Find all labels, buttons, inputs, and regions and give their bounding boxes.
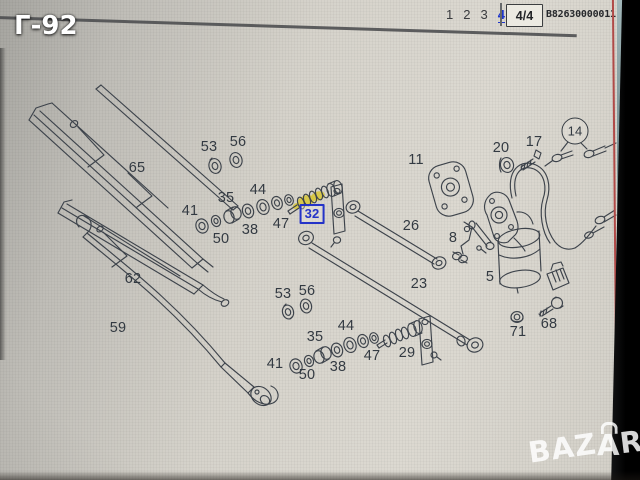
part-label-47[interactable]: 47 xyxy=(363,348,381,364)
part-label-56[interactable]: 56 xyxy=(298,283,316,299)
wiper-motor-5[interactable] xyxy=(468,162,617,294)
part-label-41[interactable]: 41 xyxy=(181,203,199,219)
part-label-62[interactable]: 62 xyxy=(124,271,142,287)
washer-56-lower[interactable] xyxy=(299,298,313,314)
shopping-bag-icon: A xyxy=(596,427,621,463)
part-label-44[interactable]: 44 xyxy=(337,318,355,334)
part-label-11[interactable]: 11 xyxy=(408,152,424,168)
part-label-29[interactable]: 29 xyxy=(398,345,416,361)
bolt-68[interactable] xyxy=(538,296,564,317)
wiper-blade-65[interactable] xyxy=(28,84,239,273)
seller-watermark: Г-92 xyxy=(14,11,78,41)
part-label-53[interactable]: 53 xyxy=(274,286,292,302)
wiper-arm-59[interactable] xyxy=(76,214,279,409)
linkage-rod-23[interactable] xyxy=(297,229,485,354)
part-label-65[interactable]: 65 xyxy=(128,160,146,176)
page-indicator: 4/4 xyxy=(506,4,543,27)
pivot-bracket-upper[interactable] xyxy=(330,183,346,248)
part-label-44[interactable]: 44 xyxy=(249,182,267,198)
part-label-50[interactable]: 50 xyxy=(212,231,230,247)
part-label-59[interactable]: 59 xyxy=(109,320,127,336)
part-label-35[interactable]: 35 xyxy=(306,329,324,345)
page-link-1[interactable]: 1 xyxy=(446,7,454,22)
bracket-8[interactable] xyxy=(452,221,473,264)
part-label-50[interactable]: 50 xyxy=(298,367,316,383)
part-label-23[interactable]: 23 xyxy=(410,276,428,292)
monitor-bezel-left xyxy=(0,48,6,360)
part-label-71[interactable]: 71 xyxy=(509,324,527,340)
pager-divider xyxy=(500,3,502,26)
nut-53-lower[interactable] xyxy=(281,303,295,320)
part-label-38[interactable]: 38 xyxy=(241,222,259,238)
lower-fastener-row[interactable] xyxy=(288,319,424,375)
part-label-8[interactable]: 8 xyxy=(448,230,458,246)
part-label-68[interactable]: 68 xyxy=(540,316,558,332)
logo-text-right: R xyxy=(617,423,640,461)
terminals-14[interactable] xyxy=(544,141,617,167)
part-label-53[interactable]: 53 xyxy=(200,139,218,155)
pivot-bracket-29[interactable] xyxy=(418,315,442,366)
part-label-5[interactable]: 5 xyxy=(485,269,495,285)
part-label-41[interactable]: 41 xyxy=(266,356,284,372)
screw-17[interactable] xyxy=(520,149,542,171)
part-label-32[interactable]: 32 xyxy=(299,204,325,224)
part-label-26[interactable]: 26 xyxy=(402,218,420,234)
selected-part-32-spring-bolt[interactable] xyxy=(287,179,344,215)
part-label-47[interactable]: 47 xyxy=(272,216,290,232)
monitor-bezel-bottom xyxy=(0,471,640,480)
part-label-17[interactable]: 17 xyxy=(525,134,543,150)
grommet-20[interactable] xyxy=(498,156,515,174)
linkage-rod-26[interactable] xyxy=(344,199,447,271)
washer-56-upper[interactable] xyxy=(228,151,243,169)
part-label-56[interactable]: 56 xyxy=(229,134,247,150)
document-number: B82630000011 xyxy=(546,9,616,20)
nut-71[interactable] xyxy=(510,311,524,323)
gasket-plate-11[interactable] xyxy=(426,159,477,219)
part-label-20[interactable]: 20 xyxy=(492,140,510,156)
page-navigation: 1 2 3 4 xyxy=(446,7,505,23)
nut-53-upper[interactable] xyxy=(207,157,222,175)
upper-fastener-row[interactable] xyxy=(194,194,295,235)
page-link-2[interactable]: 2 xyxy=(463,7,471,22)
wiper-blade-62[interactable] xyxy=(57,199,230,308)
part-label-35[interactable]: 35 xyxy=(217,190,235,206)
page-link-3[interactable]: 3 xyxy=(480,7,488,22)
part-label-38[interactable]: 38 xyxy=(329,359,347,375)
part-label-14[interactable]: 14 xyxy=(561,117,589,145)
